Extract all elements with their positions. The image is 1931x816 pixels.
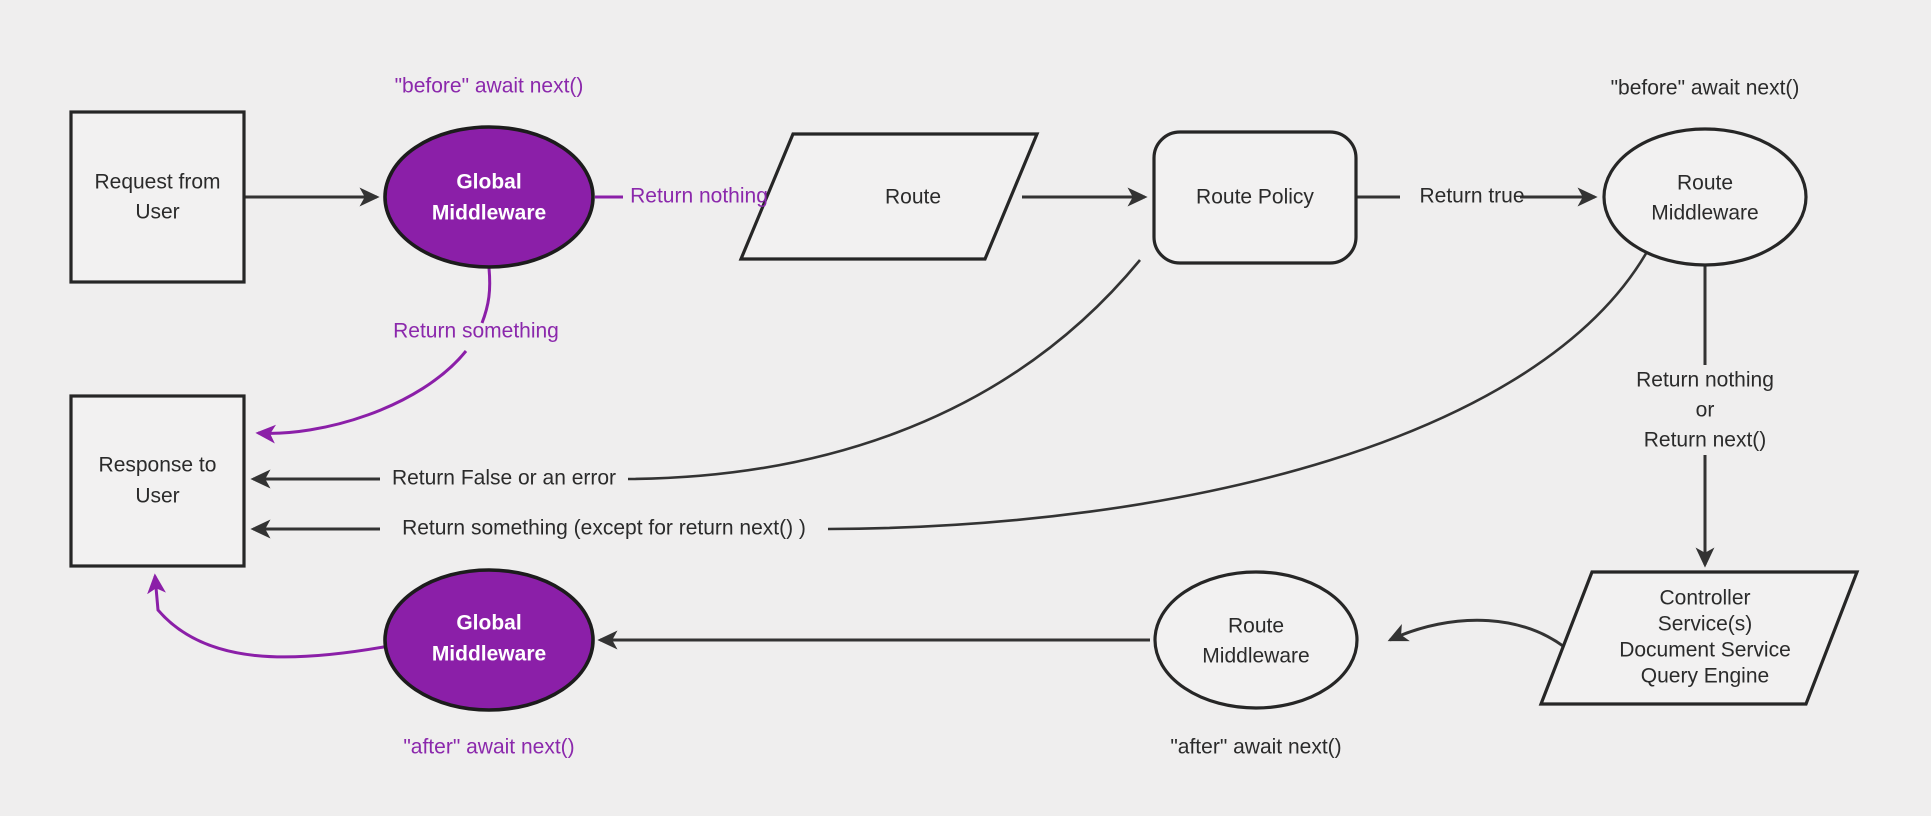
- node-controller-label-line4: Query Engine: [1641, 665, 1769, 688]
- node-global-middleware-bottom-label-line1: Global: [456, 612, 521, 635]
- node-route-label: Route: [885, 186, 941, 209]
- edge-route-middleware-to-response-curve: [827, 249, 1650, 531]
- node-global-middleware-top-label-line1: Global: [456, 171, 521, 194]
- annotation-after-await-next-global: "after" await next(): [403, 736, 574, 759]
- node-response-to-user-label-line1: Response to: [99, 454, 217, 477]
- node-global-middleware-bottom[interactable]: [383, 568, 595, 712]
- edge-global-middleware-to-response-lower: [255, 350, 468, 444]
- edge-label-return-true: Return true: [1419, 185, 1524, 208]
- node-route-middleware-top-label-line2: Middleware: [1651, 202, 1758, 225]
- node-request-from-user-label-line1: Request from: [94, 171, 220, 194]
- node-route[interactable]: [738, 132, 1040, 261]
- edge-label-return-something-except: Return something (except for return next…: [402, 517, 806, 540]
- annotation-before-await-next-global: "before" await next(): [395, 75, 584, 98]
- node-route-middleware-bottom[interactable]: [1153, 570, 1359, 710]
- node-controller-label-line1: Controller: [1659, 587, 1750, 610]
- annotation-after-await-next-route: "after" await next(): [1170, 736, 1341, 759]
- edge-global-middleware-bottom-to-response: [147, 573, 401, 659]
- node-request-from-user[interactable]: [69, 110, 246, 284]
- edge-global-middleware-to-response-upper: [480, 267, 492, 324]
- node-route-policy-label: Route Policy: [1196, 186, 1314, 209]
- node-controller-label-line2: Service(s): [1658, 613, 1753, 636]
- node-response-to-user-label-line2: User: [135, 485, 179, 508]
- node-request-from-user-label-line2: User: [135, 201, 179, 224]
- edge-label-return-nothing-or-next-line2: or: [1696, 399, 1715, 422]
- node-route-middleware-top[interactable]: [1602, 127, 1808, 267]
- node-controller-services[interactable]: [1538, 570, 1860, 706]
- edge-label-return-nothing-or-next-line1: Return nothing: [1636, 369, 1774, 392]
- node-route-policy[interactable]: [1152, 130, 1358, 265]
- node-route-middleware-top-label-line1: Route: [1677, 172, 1733, 195]
- node-controller-label-line3: Document Service: [1619, 639, 1791, 662]
- node-route-middleware-bottom-label-line2: Middleware: [1202, 645, 1309, 668]
- node-response-to-user[interactable]: [69, 394, 246, 568]
- edge-route-policy-to-response-curve: [627, 259, 1142, 481]
- edge-label-return-something-global: Return something: [393, 320, 559, 343]
- edge-controller-to-route-middleware-bottom: [1387, 618, 1580, 661]
- edge-label-return-false-or-error: Return False or an error: [392, 467, 616, 490]
- edge-label-return-nothing-global: Return nothing: [630, 185, 768, 208]
- annotation-before-await-next-route: "before" await next(): [1611, 77, 1800, 100]
- node-route-middleware-bottom-label-line1: Route: [1228, 615, 1284, 638]
- node-global-middleware-bottom-label-line2: Middleware: [432, 643, 546, 666]
- node-global-middleware-top[interactable]: [383, 125, 595, 269]
- edge-label-return-nothing-or-next-line3: Return next(): [1644, 429, 1767, 452]
- node-global-middleware-top-label-line2: Middleware: [432, 202, 546, 225]
